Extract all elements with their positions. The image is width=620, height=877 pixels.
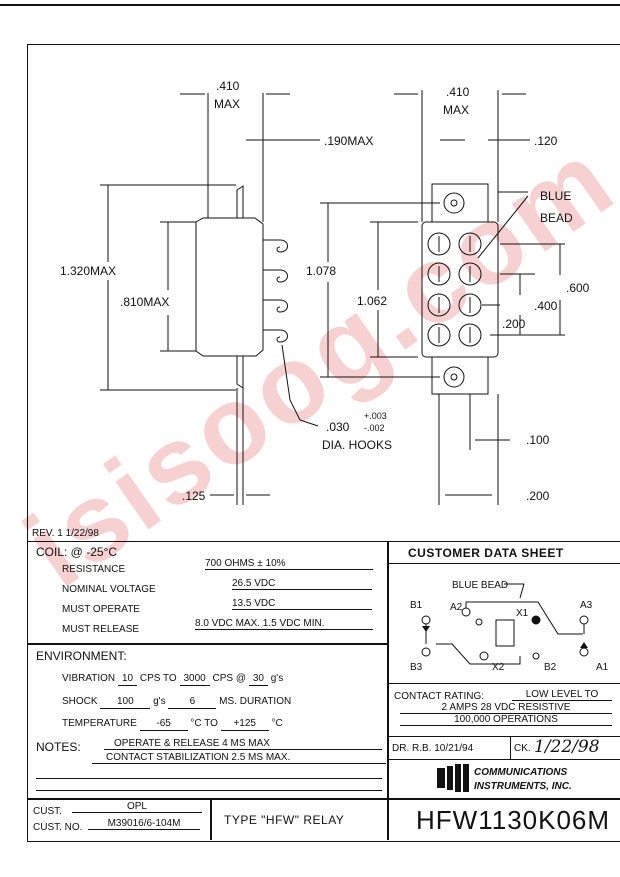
dim-190-max: .190MAX: [324, 134, 373, 148]
temperature-label: TEMPERATURE: [62, 718, 137, 729]
blue-bead-label-2: BEAD: [540, 211, 573, 225]
hook-tol-plus: +.003: [364, 411, 387, 421]
temperature-to: °C TO: [190, 718, 218, 729]
dim-front-width: .410: [446, 85, 470, 99]
coil-operate-value: 13.5 VDC: [232, 598, 372, 610]
schematic-b3: B3: [410, 662, 423, 673]
coil-operate-label: MUST OPERATE: [62, 604, 140, 615]
notes-line-1: OPERATE & RELEASE 4 MS MAX: [104, 738, 382, 750]
temperature-row: TEMPERATURE -65 °C TO +125 °C: [62, 718, 283, 731]
dim-1320-max: 1.320MAX: [60, 264, 116, 278]
sheet-title: CUSTOMER DATA SHEET: [408, 546, 564, 560]
shock-ms: 6: [168, 696, 217, 709]
dim-side-width: .410: [216, 79, 240, 93]
title-block-divider: [387, 541, 389, 840]
company-logo: [437, 764, 469, 792]
schematic-blue-bead: BLUE BEAD: [452, 580, 508, 591]
dim-125: .125: [182, 489, 206, 503]
temperature-unit: °C: [271, 718, 283, 729]
notes-line-2: CONTACT STABILIZATION 2.5 MS MAX.: [92, 752, 386, 764]
signoff-rule: [388, 759, 620, 760]
coil-release-value: 8.0 VDC MAX. 1.5 VDC MIN.: [195, 618, 373, 630]
cust-type-divider: [210, 798, 212, 840]
schematic-b2: B2: [544, 662, 557, 673]
revision-note: REV. 1 1/22/98: [32, 528, 99, 539]
dia-hooks-label: DIA. HOOKS: [322, 438, 392, 452]
dim-side-width-max: MAX: [214, 97, 240, 111]
dim-120: .120: [534, 134, 558, 148]
coil-resistance-value: 700 OHMS ± 10%: [205, 558, 373, 570]
notes-blank-line-1: [36, 778, 382, 779]
vibration-from: 10: [117, 673, 138, 686]
cust-label: CUST.: [33, 806, 62, 817]
coil-release-label: MUST RELEASE: [62, 624, 140, 635]
shock-g: 100: [100, 696, 151, 709]
vibration-cps-to: CPS TO: [139, 673, 177, 684]
drawing-frame: [27, 44, 620, 842]
cust-divider: [27, 798, 620, 800]
dim-810-max: .810MAX: [120, 295, 169, 309]
schematic-x2: X2: [492, 662, 505, 673]
shock-duration: MS. DURATION: [219, 696, 292, 707]
hook-diameter: .030: [326, 420, 350, 434]
vibration-g: 30: [248, 673, 268, 686]
contact-rating-line-3: 100,000 OPERATIONS: [400, 714, 612, 726]
relay-outline-drawing: .410 MAX .410 MAX .190MAX .120 BLUE BEAD…: [60, 79, 590, 505]
relay-type: TYPE "HFW" RELAY: [224, 813, 345, 827]
vibration-row: VIBRATION 10 CPS TO 3000 CPS @ 30 g's: [62, 673, 283, 686]
coil-resistance-label: RESISTANCE: [62, 564, 126, 575]
part-number: HFW1130K06M: [416, 805, 611, 835]
dim-200-vertical: .200: [502, 317, 526, 331]
company-line-1: COMMUNICATIONS: [474, 767, 568, 778]
dim-100: .100: [526, 433, 550, 447]
shock-gs: g's: [153, 696, 166, 707]
dim-400: .400: [534, 299, 558, 313]
schematic-x1: X1: [516, 608, 529, 619]
schematic-rule: [388, 683, 620, 684]
vibration-label: VIBRATION: [62, 673, 116, 684]
contact-schematic: BLUE BEAD B1 A2 X1 A3 B3 X2 B2 A1: [410, 580, 609, 673]
top-rule: [0, 4, 620, 6]
cust-no-label: CUST. NO.: [33, 822, 83, 833]
shock-row: SHOCK 100 g's 6 MS. DURATION: [62, 696, 291, 709]
notes-label: NOTES:: [36, 740, 81, 754]
coil-nominal-value: 26.5 VDC: [232, 578, 372, 590]
dim-200-horizontal: .200: [526, 489, 550, 503]
notes-blank-line-2: [36, 790, 382, 791]
checked-label: CK.: [514, 743, 531, 754]
drawn-by: DR. R.B. 10/21/94: [392, 743, 474, 754]
signoff-divider: [510, 737, 511, 759]
title-block: [27, 541, 620, 841]
contact-rating-label: CONTACT RATING:: [394, 691, 484, 702]
hook-tol-minus: -.002: [364, 423, 385, 433]
temperature-low: -65: [139, 718, 188, 731]
contact-rule: [388, 736, 620, 737]
temperature-high: +125: [220, 718, 269, 731]
dim-600: .600: [566, 281, 590, 295]
blue-bead-label-1: BLUE: [540, 189, 571, 203]
coil-nominal-label: NOMINAL VOLTAGE: [62, 584, 156, 595]
shock-label: SHOCK: [62, 696, 98, 707]
dim-1078: 1.078: [306, 264, 336, 278]
dim-front-width-max: MAX: [443, 103, 469, 117]
contact-rating-line-1: LOW LEVEL TO: [512, 689, 612, 701]
schematic-a2: A2: [450, 602, 463, 613]
schematic-b1: B1: [410, 600, 423, 611]
schematic-a1: A1: [596, 662, 609, 673]
schematic-a3: A3: [580, 600, 593, 611]
cust-no-value: M39016/6-104M: [88, 818, 200, 830]
environment-heading: ENVIRONMENT:: [36, 649, 127, 663]
dim-1062: 1.062: [357, 294, 387, 308]
vibration-cps-at: CPS @: [212, 673, 247, 684]
vibration-gs: g's: [270, 673, 284, 684]
cust-value: OPL: [72, 801, 202, 813]
company-line-2: INSTRUMENTS, INC.: [474, 781, 572, 792]
coil-heading: COIL: @ -25°C: [36, 545, 117, 559]
contact-rating-line-2: 2 AMPS 28 VDC RESISTIVE: [400, 702, 612, 714]
env-divider: [27, 643, 387, 645]
vibration-to: 3000: [179, 673, 210, 686]
sheet-title-rule: [388, 563, 620, 564]
checked-signature: 1/22/98: [534, 737, 600, 757]
